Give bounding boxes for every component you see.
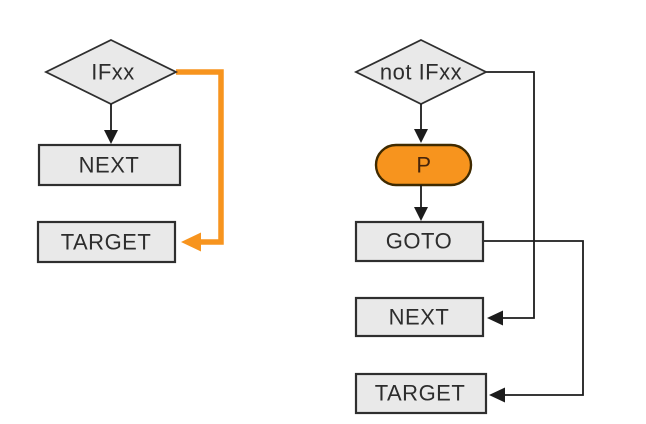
right-process-pill	[374, 143, 473, 187]
right-next-side-arrowhead-icon	[487, 310, 503, 326]
left-next-box	[37, 143, 182, 187]
left-next-label: NEXT	[79, 153, 140, 178]
right-goto-to-target-connector	[483, 240, 584, 396]
right-process-label: P	[416, 153, 431, 178]
left-branch-arrowhead-icon	[181, 232, 201, 252]
right-diamond-to-next-connector	[486, 71, 535, 319]
left-target-label: TARGET	[61, 230, 152, 255]
right-target-box	[354, 372, 488, 415]
right-p-arrowhead-icon	[414, 129, 428, 143]
right-condition-label: not IFxx	[380, 60, 462, 85]
left-flowchart: IFxx NEXT TARGET	[36, 38, 224, 264]
left-condition-label: IFxx	[91, 60, 135, 85]
right-target-side-arrowhead-icon	[489, 387, 505, 403]
right-goto-arrowhead-icon	[414, 207, 428, 221]
right-next-label: NEXT	[389, 305, 450, 330]
right-next-box	[354, 296, 485, 338]
right-flowchart: not IFxx P GOTO NEXT TARGET	[353, 38, 584, 415]
right-goto-box	[354, 220, 485, 263]
left-target-box	[36, 220, 177, 264]
left-branch-connector	[176, 69, 224, 245]
right-target-label: TARGET	[375, 381, 466, 406]
left-next-arrowhead-icon	[104, 130, 118, 144]
right-goto-label: GOTO	[386, 229, 452, 254]
